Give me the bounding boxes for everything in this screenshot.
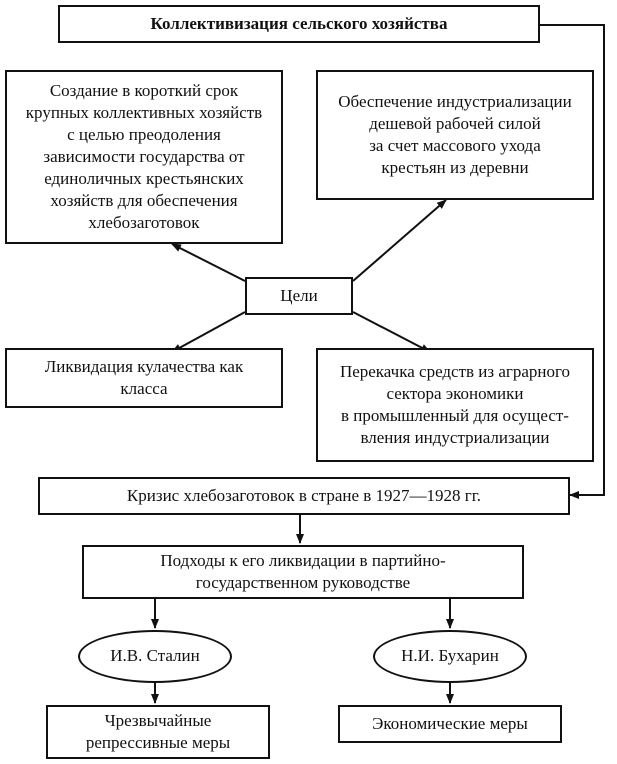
- title-text: Коллективизация сельского хозяйства: [150, 13, 448, 33]
- goals-to-top-left-arrow: [171, 243, 246, 282]
- bukharin-oval: Н.И. Бухарин: [373, 630, 527, 683]
- title-to-crisis-connector: [540, 24, 605, 499]
- stalin-measures-box: Чрезвычайные репрессивные меры: [46, 705, 270, 759]
- goal-top-left-box: Создание в короткий срок крупных коллект…: [5, 70, 283, 244]
- goal-bottom-left-text: Ликвидация кулачества как класса: [44, 356, 244, 398]
- goals-to-top-right-arrow: [352, 199, 447, 282]
- stalin-oval: И.В. Сталин: [78, 630, 232, 683]
- approaches-text: Подходы к его ликвидации в партийно- гос…: [160, 550, 446, 592]
- goal-bottom-right-text: Перекачка средств из аграрного сектора э…: [339, 361, 571, 448]
- approaches-box: Подходы к его ликвидации в партийно- гос…: [82, 545, 524, 599]
- bukharin-measures-box: Экономические меры: [338, 705, 562, 743]
- stalin-measures-text: Чрезвычайные репрессивные меры: [85, 710, 231, 752]
- goal-top-right-text: Обеспечение индустриализации дешевой раб…: [338, 91, 572, 178]
- bukharin-name: Н.И. Бухарин: [401, 646, 499, 666]
- goal-top-left-text: Создание в короткий срок крупных коллект…: [25, 80, 263, 233]
- bukharin-measures-text: Экономические меры: [372, 713, 528, 733]
- goals-to-bottom-left-arrow: [171, 311, 246, 353]
- crisis-box: Кризис хлебозаготовок в стране в 1927—19…: [38, 477, 570, 515]
- goal-bottom-right-box: Перекачка средств из аграрного сектора э…: [316, 348, 594, 462]
- title-box: Коллективизация сельского хозяйства: [58, 5, 540, 43]
- crisis-text: Кризис хлебозаготовок в стране в 1927—19…: [126, 485, 482, 505]
- goal-top-right-box: Обеспечение индустриализации дешевой раб…: [316, 70, 594, 200]
- goals-label-text: Цели: [280, 285, 318, 305]
- goals-to-bottom-right-arrow: [352, 311, 431, 353]
- stalin-name: И.В. Сталин: [110, 646, 200, 666]
- goal-bottom-left-box: Ликвидация кулачества как класса: [5, 348, 283, 408]
- goals-label-box: Цели: [245, 277, 353, 315]
